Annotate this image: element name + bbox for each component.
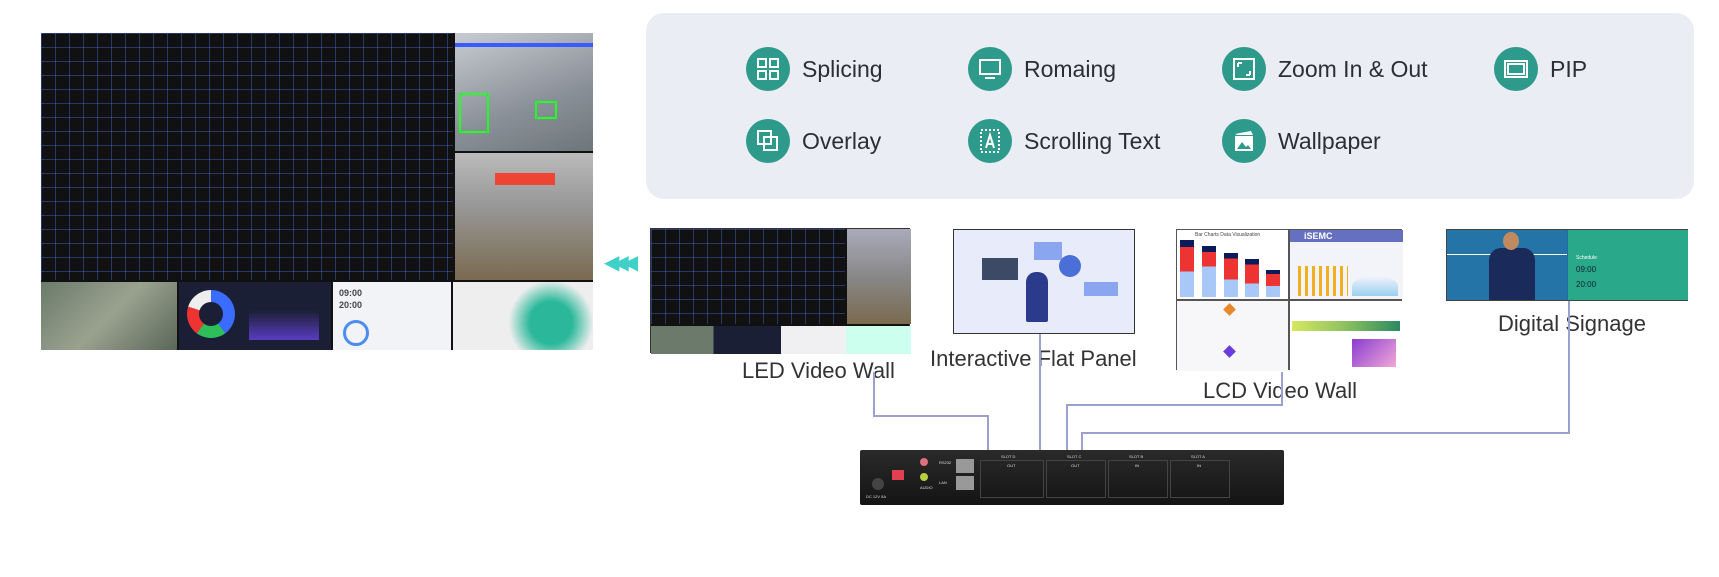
dc-port-label: DC 12V 5A	[866, 494, 887, 499]
signage-schedule: Schedule	[1576, 255, 1597, 261]
signage-time-1: 09:00	[1576, 265, 1597, 274]
digital-signage-label: Digital Signage	[1498, 311, 1646, 336]
traffic-camera-tile	[455, 33, 593, 151]
slot-mode: OUT	[1007, 463, 1016, 468]
slot-label: SLOT A	[1191, 454, 1205, 459]
led-video-wall-screen	[650, 228, 911, 354]
feature-splicing: Splicing	[746, 47, 883, 91]
dash-time-2: 20:00	[339, 300, 363, 310]
slot-d: SLOT D OUT	[980, 454, 1044, 498]
pip-icon	[1494, 47, 1538, 91]
connector-panel	[1039, 334, 1041, 453]
slot-c: SLOT C OUT	[1046, 454, 1106, 498]
slot-mode: OUT	[1071, 463, 1080, 468]
city-map-tile	[41, 33, 453, 280]
slot-label: SLOT D	[1001, 454, 1016, 459]
led-video-wall-label: LED Video Wall	[742, 358, 895, 383]
lcd-video-wall-screen: Bar Charts Data Visualization iSEMC	[1176, 229, 1403, 371]
lcd-brand: iSEMC	[1304, 231, 1333, 241]
feature-label: Zoom In & Out	[1278, 55, 1428, 82]
splicing-icon	[746, 47, 790, 91]
feature-label: Overlay	[802, 127, 882, 154]
signage-time-2: 20:00	[1576, 280, 1597, 289]
arrow-icon: ◀◀◀	[604, 252, 638, 274]
feature-scrolling-text: Scrolling Text	[968, 119, 1160, 163]
feature-wallpaper: Wallpaper	[1222, 119, 1381, 163]
lcd-video-wall-label: LCD Video Wall	[1203, 378, 1358, 403]
roaming-monitor-icon	[968, 47, 1012, 91]
slot-a: SLOT A IN	[1170, 454, 1230, 498]
digital-signage-screen: Schedule 09:00 20:00	[1446, 229, 1688, 301]
rs232-port-label: RS232	[939, 460, 952, 465]
main-video-wall-image: 09:00 20:00	[41, 33, 593, 350]
scatter-map-tile	[453, 282, 593, 350]
scrolling-text-icon	[968, 119, 1012, 163]
slot-label: SLOT C	[1067, 454, 1082, 459]
satellite-tile	[41, 282, 177, 350]
feature-label: Romaing	[1024, 55, 1117, 82]
feature-label: PIP	[1550, 55, 1588, 82]
feature-overlay: Overlay	[746, 119, 881, 163]
lan-port-label: LAN	[939, 480, 947, 485]
zoom-icon	[1222, 47, 1266, 91]
slot-b: SLOT B IN	[1108, 454, 1168, 498]
feature-pip: PIP	[1494, 47, 1587, 91]
overlay-icon	[746, 119, 790, 163]
interactive-flat-panel-screen	[953, 229, 1135, 334]
lcd-chart-title: Bar Charts Data Visualization	[1195, 232, 1261, 238]
slot-mode: IN	[1197, 463, 1201, 468]
dashboard-tile: 09:00 20:00	[333, 282, 451, 350]
audio-port-label: AUDIO	[920, 485, 933, 490]
3d-city-tile	[455, 153, 593, 280]
dash-time-1: 09:00	[339, 288, 363, 298]
feature-label: Scrolling Text	[1024, 127, 1161, 154]
wallpaper-icon	[1222, 119, 1266, 163]
slot-label: SLOT B	[1129, 454, 1144, 459]
interactive-flat-panel-label: Interactive Flat Panel	[930, 346, 1137, 371]
donut-chart-tile	[179, 282, 331, 350]
feature-romaing: Romaing	[968, 47, 1116, 91]
feature-label: Wallpaper	[1278, 127, 1381, 154]
feature-label: Splicing	[802, 55, 883, 82]
slot-mode: IN	[1135, 463, 1139, 468]
video-wall-controller-device: DC 12V 5A AUDIO RS232 LAN SLOT D OUT SLO…	[860, 450, 1284, 505]
features-panel: Splicing Romaing Zoom In & Out PIP Overl…	[646, 13, 1694, 199]
feature-zoom: Zoom In & Out	[1222, 47, 1428, 91]
